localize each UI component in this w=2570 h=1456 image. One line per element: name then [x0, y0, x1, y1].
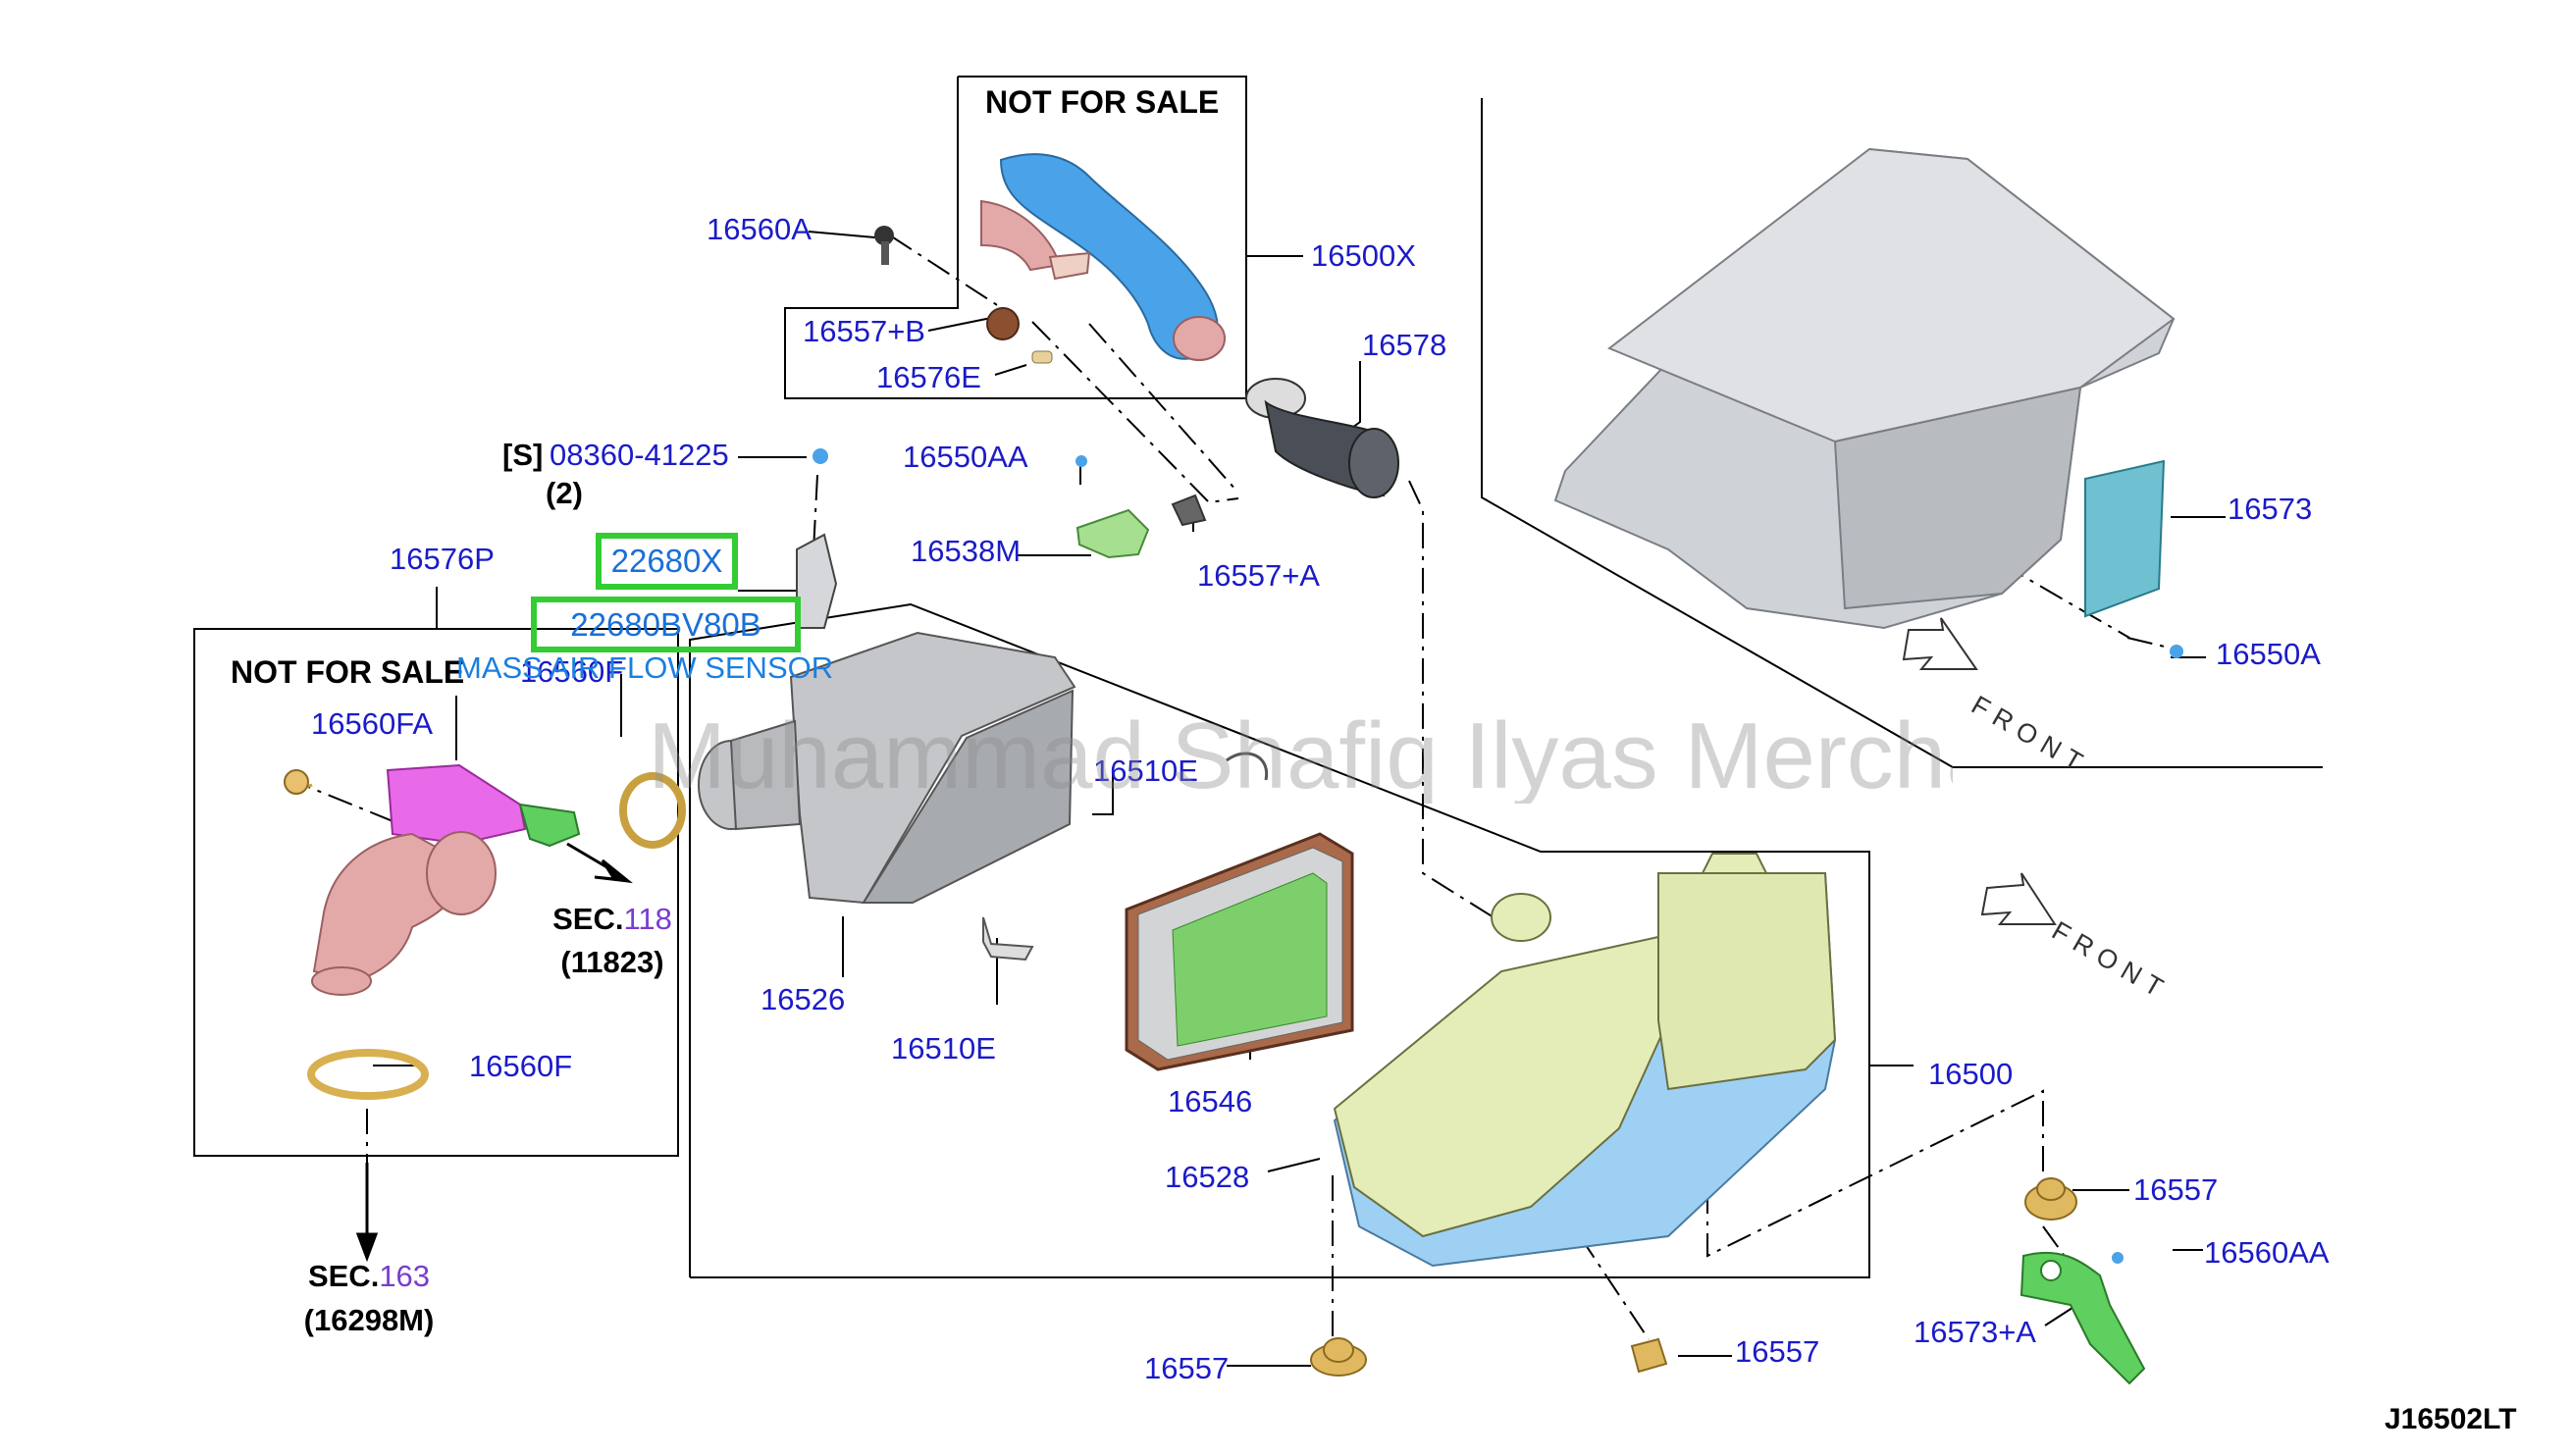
engine-frame — [1481, 98, 2323, 768]
highlight-22680bv80b[interactable]: 22680BV80B — [531, 597, 801, 652]
label-16546[interactable]: 16546 — [1168, 1084, 1253, 1118]
gasket-16573 — [2084, 459, 2166, 618]
label-16557b[interactable]: 16557+B — [803, 314, 925, 348]
label-16557a[interactable]: 16557+A — [1197, 558, 1320, 593]
store-watermark: Muhammad Shafiq Ilyas Merchant Auto Part… — [648, 709, 1953, 804]
not-for-sale-left-header: NOT FOR SALE — [231, 654, 465, 690]
label-16510e-bottom[interactable]: 16510E — [891, 1031, 996, 1066]
airbox-16500 — [1333, 853, 1837, 1268]
label-16578[interactable]: 16578 — [1362, 328, 1447, 362]
highlight-22680bv80b-text: 22680BV80B — [570, 605, 761, 643]
label-16500x[interactable]: 16500X — [1311, 238, 1416, 273]
filter-16546 — [1125, 832, 1354, 1071]
sec-118-number: 118 — [623, 902, 672, 936]
label-16526[interactable]: 16526 — [761, 982, 846, 1016]
label-16528[interactable]: 16528 — [1165, 1160, 1250, 1194]
intake-housing-16526 — [698, 631, 1076, 905]
label-16500[interactable]: 16500 — [1928, 1057, 2014, 1091]
label-16573[interactable]: 16573 — [2228, 492, 2313, 526]
sec-163-ref[interactable]: SEC.163 — [302, 1261, 436, 1291]
label-qty-2: (2) — [546, 476, 583, 510]
clip-16510e-top — [1226, 752, 1269, 781]
label-s-bracket: [S] — [502, 438, 544, 472]
not-for-sale-top-header: NOT FOR SALE — [985, 84, 1220, 120]
mass-air-flow-sensor-label: MASS AIR FLOW SENSOR — [456, 650, 834, 685]
airbox-frame — [689, 602, 1870, 1278]
sec-118-prefix: SEC. — [552, 902, 624, 936]
left-box-parts — [284, 763, 686, 1100]
label-16538m[interactable]: 16538M — [911, 534, 1022, 568]
sec-118-sub: (11823) — [560, 945, 664, 979]
sec-118-ref[interactable]: SEC.118 — [546, 904, 679, 934]
bolt-16560a — [874, 226, 894, 265]
label-16560f-bottom[interactable]: 16560F — [469, 1049, 573, 1083]
label-16550a-right[interactable]: 16550A — [2216, 637, 2321, 671]
duct-16500x — [980, 153, 1226, 361]
diagram-code: J16502LT — [2385, 1403, 2517, 1435]
pin-16576e — [1031, 350, 1053, 364]
highlight-22680x[interactable]: 22680X — [596, 533, 738, 590]
label-16560fa[interactable]: 16560FA — [311, 706, 434, 741]
label-16510e-top[interactable]: 16510E — [1093, 754, 1198, 788]
hose-16578 — [1245, 378, 1399, 498]
label-16576p[interactable]: 16576P — [390, 542, 495, 576]
grommet-16557b — [986, 307, 1020, 340]
clip-16510e-bottom — [982, 916, 1034, 962]
not-for-sale-top-box — [784, 76, 1247, 399]
label-16576e[interactable]: 16576E — [876, 360, 981, 394]
engine-head — [1553, 147, 2176, 630]
sec-163-prefix: SEC. — [307, 1259, 380, 1293]
leader-lines — [373, 231, 2226, 1367]
sec-163-sub: (16298M) — [303, 1303, 435, 1337]
section-arrows — [355, 842, 633, 1263]
label-08360-41225[interactable]: 08360-41225 — [550, 438, 729, 472]
label-16557-bottom-mid[interactable]: 16557 — [1735, 1334, 1820, 1369]
grommets-16557 — [1310, 1177, 2077, 1377]
sec-163-number: 163 — [379, 1259, 431, 1293]
label-16550aa[interactable]: 16550AA — [903, 440, 1028, 474]
label-16557-right[interactable]: 16557 — [2133, 1172, 2219, 1207]
frame-lines — [193, 76, 2323, 1278]
bracket-16573a — [2019, 1251, 2146, 1385]
label-16557-bottom-left[interactable]: 16557 — [1144, 1351, 1230, 1385]
label-16573a[interactable]: 16573+A — [1914, 1315, 2036, 1349]
label-16560a-top[interactable]: 16560A — [707, 212, 812, 246]
bracket-16538m — [1075, 455, 1207, 559]
bolt-16550a — [2170, 645, 2183, 658]
front-arrows — [1902, 617, 2057, 925]
highlight-22680x-text: 22680X — [610, 543, 723, 579]
label-16560f-mid[interactable]: 16560F — [520, 654, 624, 689]
label-16560aa[interactable]: 16560AA — [2204, 1235, 2330, 1270]
